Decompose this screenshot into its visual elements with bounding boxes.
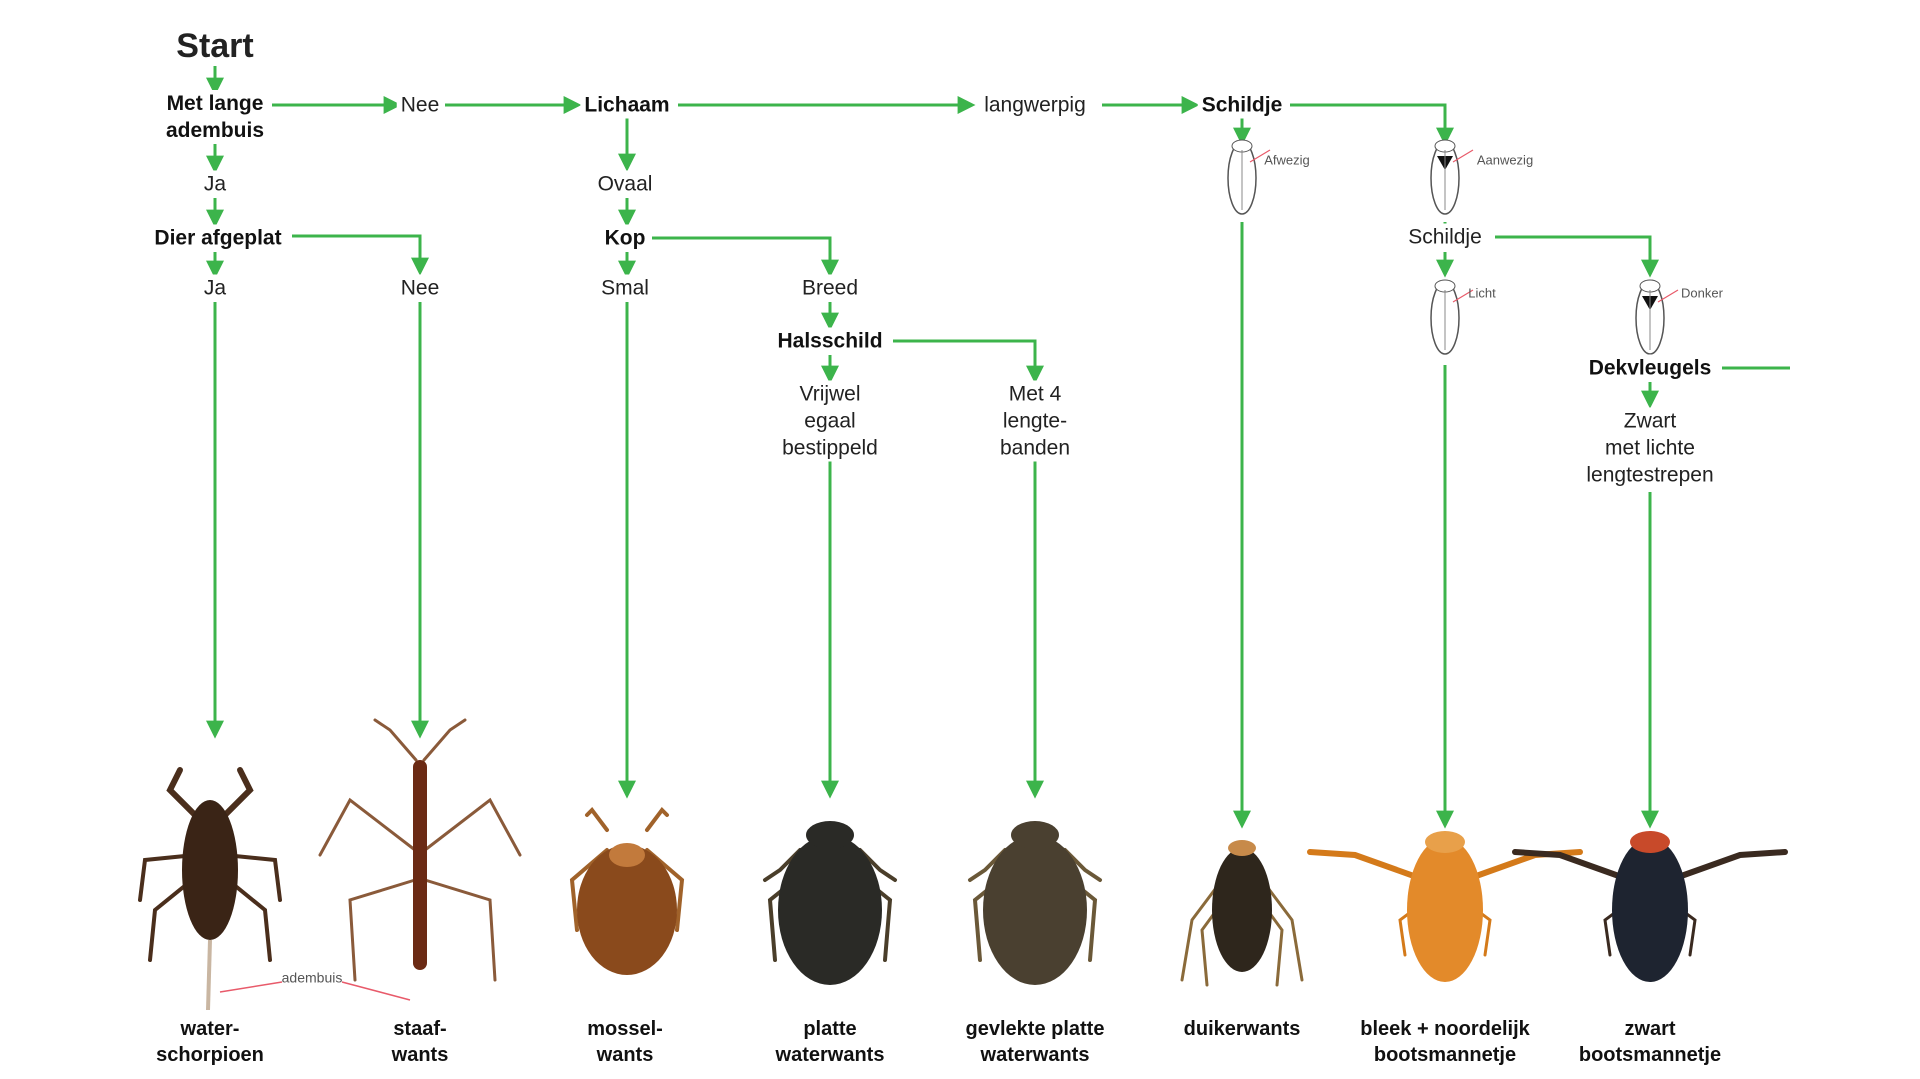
callout-adembuis: adembuis bbox=[281, 969, 343, 986]
species-label-bleek-noordelijk-bootsmannetje: bleek + noordelijk bootsmannetje bbox=[1360, 1018, 1530, 1066]
answer-langwerpig: langwerpig bbox=[980, 91, 1090, 119]
answer-aanwezig: Aanwezig bbox=[1476, 152, 1534, 168]
question-kop: Kop bbox=[600, 224, 650, 252]
insect-illustration-zwart-bootsmannetje bbox=[1512, 831, 1788, 982]
answer-smal: Smal bbox=[597, 274, 653, 302]
connector-kop-to-breed bbox=[652, 236, 839, 278]
callout-line-staafwants bbox=[341, 981, 411, 1001]
species-label-waterschorpioen: water- schorpioen bbox=[156, 1018, 264, 1066]
insect-illustration-waterschorpioen bbox=[138, 767, 282, 1011]
question-halsschild: Halsschild bbox=[773, 327, 887, 355]
connector-schildje-to-aanwezig bbox=[1290, 103, 1454, 146]
answer-nee-afgeplat: Nee bbox=[396, 274, 444, 302]
shield-dark-diagram-icon bbox=[1635, 279, 1679, 355]
species-label-zwart-bootsmannetje: zwart bootsmannetje bbox=[1578, 1018, 1722, 1066]
answer-breed: Breed bbox=[797, 274, 863, 302]
shield-absent-diagram-icon bbox=[1227, 139, 1271, 215]
connector-schildje2-to-donker bbox=[1495, 235, 1659, 278]
species-label-duikerwants: duikerwants bbox=[1183, 1018, 1301, 1040]
answer-afwezig: Afwezig bbox=[1264, 152, 1310, 168]
answer-vrijwel-egaal: Vrijwel egaal bestippeld bbox=[778, 380, 882, 462]
species-label-staafwants: staaf- wants bbox=[391, 1018, 449, 1066]
insect-illustration-duikerwants bbox=[1180, 840, 1304, 987]
question-schildje-1: Schildje bbox=[1197, 91, 1287, 119]
callout-line-waterschorpioen bbox=[219, 981, 283, 993]
insect-illustration-bleek-noordelijk-bootsmannetje bbox=[1307, 831, 1583, 982]
answer-nee-adembuis: Nee bbox=[396, 91, 444, 119]
answer-ovaal: Ovaal bbox=[593, 170, 657, 198]
connector-halsschild-to-lengtebanden bbox=[893, 339, 1044, 384]
answer-ja-adembuis: Ja bbox=[199, 170, 231, 198]
question-dekvleugels: Dekvleugels bbox=[1584, 354, 1716, 382]
species-label-platte-waterwants: platte waterwants bbox=[775, 1018, 885, 1066]
insect-illustration-gevlekte-platte-waterwants bbox=[968, 821, 1102, 985]
insect-illustration-platte-waterwants bbox=[763, 821, 897, 985]
insect-illustration-staafwants bbox=[318, 718, 522, 982]
insect-illustration-mosselwants bbox=[569, 806, 685, 975]
shield-light-diagram-icon bbox=[1430, 279, 1474, 355]
answer-licht: Licht bbox=[1468, 285, 1496, 301]
answer-met-4-lengtebanden: Met 4 lengte- banden bbox=[995, 380, 1075, 462]
answer-zwart-lengtestrepen: Zwart met lichte lengtestrepen bbox=[1582, 407, 1718, 489]
connector-afgeplat-to-nee bbox=[292, 234, 429, 276]
question-schildje-2: Schildje bbox=[1404, 223, 1486, 251]
species-label-gevlekte-platte-waterwants: gevlekte platte waterwants bbox=[965, 1018, 1105, 1066]
shield-present-diagram-icon bbox=[1430, 139, 1474, 215]
question-dier-afgeplat: Dier afgeplat bbox=[150, 224, 286, 252]
question-adembuis: Met lange adembuis bbox=[161, 90, 269, 144]
answer-donker: Donker bbox=[1681, 285, 1723, 301]
question-lichaam: Lichaam bbox=[580, 91, 674, 119]
start-node: Start bbox=[172, 26, 258, 66]
answer-ja-afgeplat: Ja bbox=[199, 274, 231, 302]
species-label-mosselwants: mossel- wants bbox=[587, 1018, 663, 1066]
